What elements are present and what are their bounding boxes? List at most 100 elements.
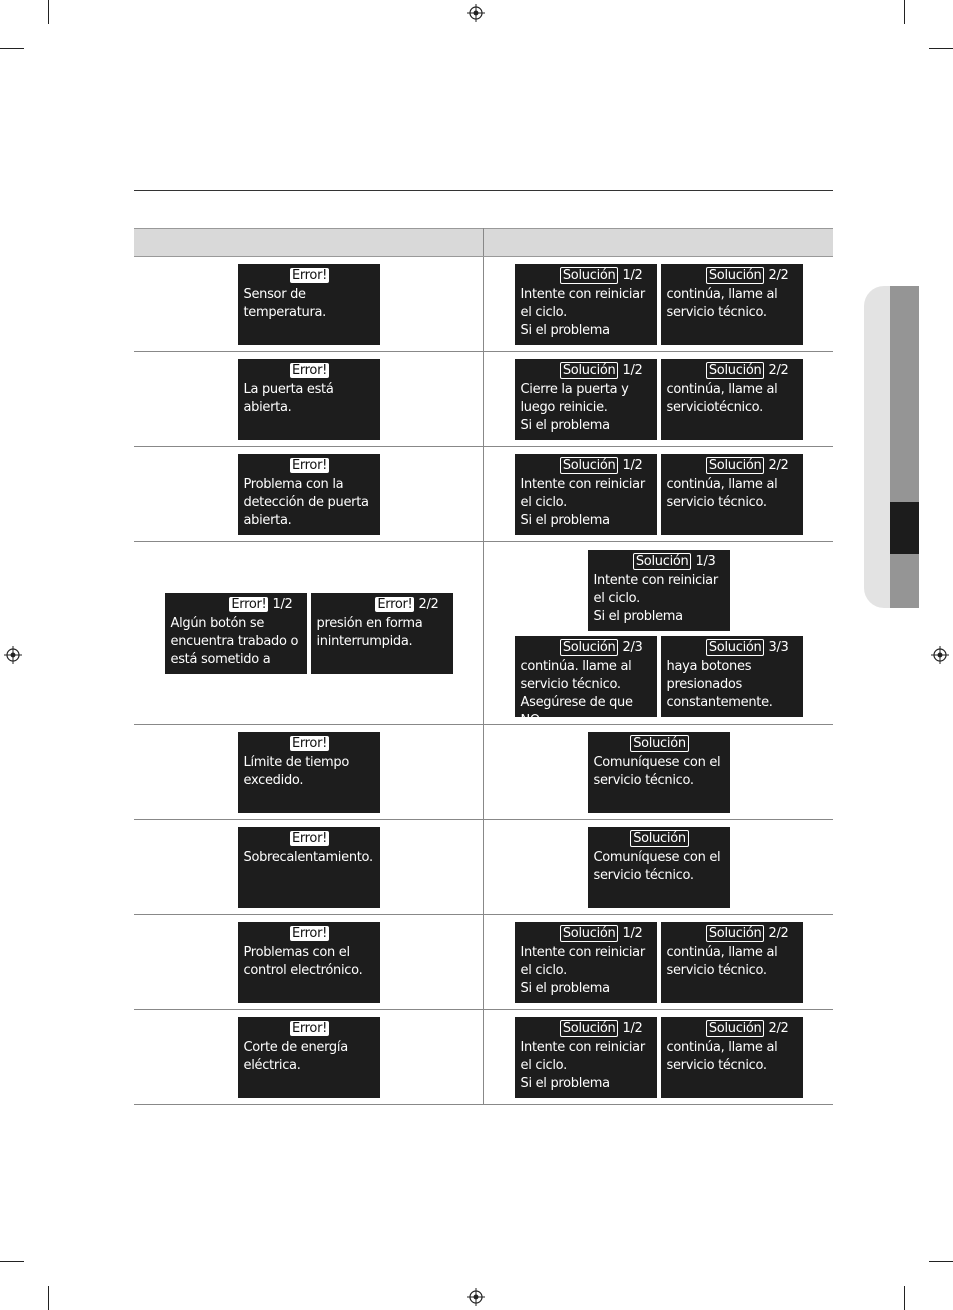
solution-message: Intente con reiniciar el ciclo. Si el pr… xyxy=(520,476,646,528)
solution-message: Intente con reiniciar el ciclo. Si el pr… xyxy=(520,286,646,338)
error-message: Algún botón se encuentra trabado o está … xyxy=(170,615,299,667)
crop-mark xyxy=(929,48,953,49)
error-tag: Error! xyxy=(289,925,330,941)
error-message: Sobrecalentamiento. xyxy=(243,849,374,865)
table-row: Error! Problemas con el control electróni… xyxy=(134,914,833,1010)
solution-tag: Solución xyxy=(705,1019,765,1037)
solution-tag: Solución xyxy=(705,638,765,656)
page-indicator: 1/2 xyxy=(272,596,293,612)
error-screen: Error! Límite de tiempo excedido. xyxy=(237,731,380,813)
solution-message: haya botones presionados constantemente. xyxy=(666,658,773,710)
error-message: Sensor de temperatura. xyxy=(243,286,327,320)
error-message: Corte de energía eléctrica. xyxy=(243,1039,349,1073)
error-cell: Error! Sensor de temperatura. xyxy=(134,256,484,352)
page-indicator: 1/2 xyxy=(622,457,643,473)
error-cell: Error!Sobrecalentamiento. xyxy=(134,819,484,915)
page-indicator: 2/2 xyxy=(768,1020,789,1036)
error-tag: Error! xyxy=(289,735,330,751)
side-tab-background xyxy=(864,286,892,608)
error-screen: Error! Corte de energía eléctrica. xyxy=(237,1016,380,1098)
registration-mark-icon xyxy=(467,4,485,22)
solution-tag: Solución xyxy=(705,361,765,379)
crop-mark xyxy=(929,1261,953,1262)
error-message: presión en forma ininterrumpida. xyxy=(316,615,423,649)
crop-mark xyxy=(48,0,49,24)
solution-tag: Solución xyxy=(705,456,765,474)
registration-mark-icon xyxy=(931,646,949,664)
error-cell: Error! Problemas con el control electróni… xyxy=(134,914,484,1010)
side-tab xyxy=(890,286,919,608)
crop-mark xyxy=(0,1261,24,1262)
solution-tag: Solución xyxy=(559,924,619,942)
page-indicator: 2/2 xyxy=(768,267,789,283)
solution-message: Comuníquese con el servicio técnico. xyxy=(593,754,721,788)
table-header-row xyxy=(134,228,833,257)
page-indicator: 2/2 xyxy=(768,457,789,473)
crop-mark xyxy=(904,0,905,24)
solution-tag: Solución xyxy=(559,1019,619,1037)
error-cell: Error!La puerta está abierta. xyxy=(134,351,484,447)
registration-mark-icon xyxy=(4,646,22,664)
error-screen: Error! Sensor de temperatura. xyxy=(237,263,380,345)
solution-tag: Solución xyxy=(705,924,765,942)
error-tag: Error! xyxy=(289,362,330,378)
error-message: Problemas con el control electrónico. xyxy=(243,944,363,978)
error-cell: Error! Corte de energía eléctrica. xyxy=(134,1009,484,1105)
error-tag: Error! xyxy=(289,457,330,473)
page-indicator: 1/2 xyxy=(622,362,643,378)
solution-message: continúa. llame al servicio técnico. Ase… xyxy=(520,658,633,717)
header-cell-error xyxy=(134,228,484,257)
table-row: Error! Corte de energía eléctrica. Soluci… xyxy=(134,1009,833,1105)
error-tag: Error! xyxy=(289,1020,330,1036)
solution-message: continúa, llame al servicio técnico. xyxy=(666,1039,778,1073)
solution-message: Comuníquese con el servicio técnico. xyxy=(593,849,721,883)
solution-message: Cierre la puerta y luego reinicie. Si el… xyxy=(520,381,629,433)
registration-mark-icon xyxy=(467,1288,485,1306)
page-indicator: 1/2 xyxy=(622,1020,643,1036)
solution-tag: Solución xyxy=(630,734,689,752)
error-message: Problema con la detección de puerta abie… xyxy=(243,476,369,528)
solution-message: Intente con reiniciar el ciclo. Si el pr… xyxy=(520,944,646,996)
page-indicator: 2/2 xyxy=(768,925,789,941)
page-indicator: 2/3 xyxy=(622,639,643,655)
error-screen: Error! Problemas con el control electróni… xyxy=(237,921,380,1003)
solution-tag: Solución xyxy=(559,456,619,474)
crop-mark xyxy=(904,1286,905,1310)
solution-message: Intente con reiniciar el ciclo. Si el pr… xyxy=(593,572,719,624)
error-cell: Error! Problema con la detección de puert… xyxy=(134,446,484,542)
solution-message: Intente con reiniciar el ciclo. Si el pr… xyxy=(520,1039,646,1091)
crop-mark xyxy=(0,48,24,49)
error-tag: Error! xyxy=(289,267,330,283)
crop-mark xyxy=(48,1286,49,1310)
solution-tag: Solución xyxy=(630,829,689,847)
error-message: Límite de tiempo excedido. xyxy=(243,754,350,788)
side-tab-current-section xyxy=(890,502,919,554)
solution-message: continúa, llame al servicio técnico. xyxy=(666,286,778,320)
solution-tag: Solución xyxy=(705,266,765,284)
